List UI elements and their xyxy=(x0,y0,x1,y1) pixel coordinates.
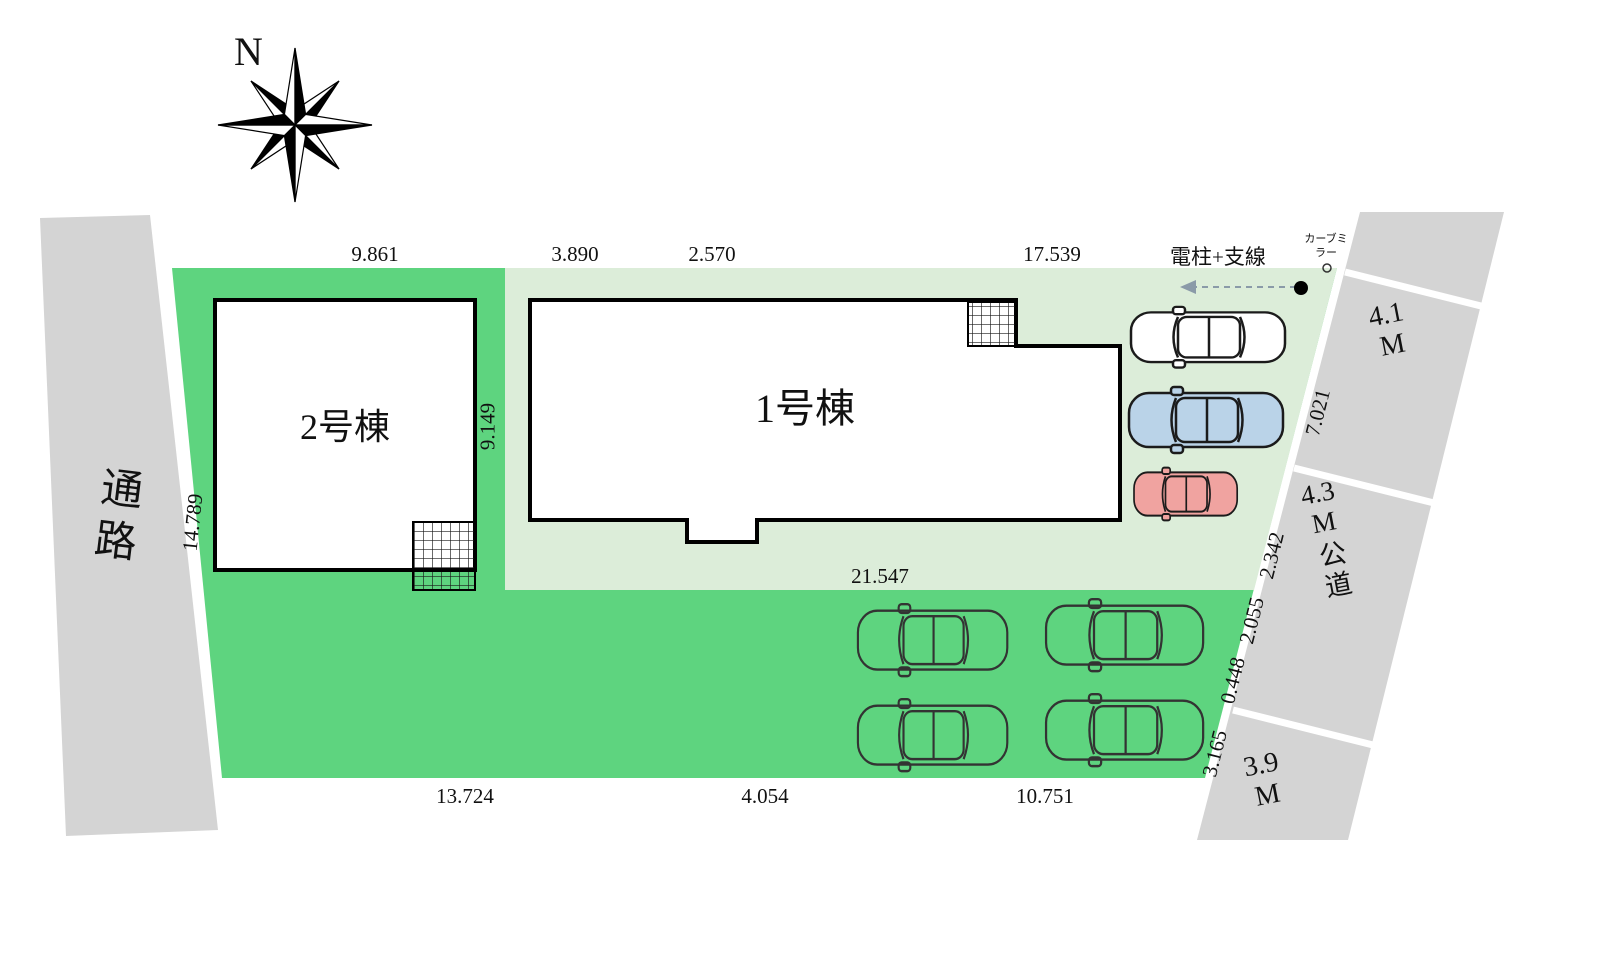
right-road-shape xyxy=(1197,212,1504,840)
compass-rose-icon xyxy=(217,47,373,203)
dimension-bottom-2: 4.054 xyxy=(741,784,789,808)
road-section-divider-1 xyxy=(1344,268,1490,312)
left-road-label: 通路 xyxy=(84,463,144,573)
curve-mirror-label: カーブミラー xyxy=(1304,233,1348,259)
curve-mirror-dot xyxy=(1322,263,1332,273)
utility-pole-dot xyxy=(1294,281,1308,295)
support-line-arrowhead xyxy=(1180,280,1196,294)
compass-north-label: N xyxy=(234,29,263,74)
dimension-inner-horizontal: 21.547 xyxy=(851,564,909,588)
road-section-divider-3 xyxy=(1232,706,1378,750)
road-section-divider-2 xyxy=(1293,464,1439,508)
car-white xyxy=(1129,305,1287,369)
road-width-bottom-unit: M xyxy=(1249,777,1287,818)
dimension-top-1: 9.861 xyxy=(351,242,399,266)
dimension-top-2: 3.890 xyxy=(551,242,599,266)
utility-pole-label: 電柱+支線 xyxy=(1170,245,1266,269)
building-1-label: 1号棟 xyxy=(755,386,855,431)
car-pink xyxy=(1133,466,1239,522)
dimension-bottom-3: 10.751 xyxy=(1016,784,1074,808)
road-width-top-unit: M xyxy=(1374,327,1412,368)
building-1-porch-hatch xyxy=(967,301,1017,347)
left-road-shape xyxy=(40,215,218,836)
car-blue xyxy=(1127,385,1285,455)
dimension-bottom-1: 13.724 xyxy=(436,784,494,808)
dimension-inner-vertical: 9.149 xyxy=(475,402,500,451)
dimension-top-4: 17.539 xyxy=(1023,242,1081,266)
dimension-top-3: 2.570 xyxy=(688,242,736,266)
building-2-porch-hatch xyxy=(412,521,476,591)
building-2-label: 2号棟 xyxy=(299,407,390,447)
